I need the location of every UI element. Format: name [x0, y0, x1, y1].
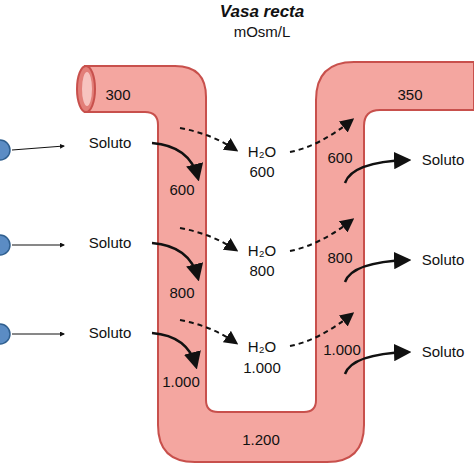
water-out-arrow	[290, 314, 352, 346]
diagram-label: Soluto	[422, 344, 465, 361]
pointer-line	[12, 245, 64, 246]
water-out-arrow	[290, 120, 352, 152]
diagram-title: Vasa recta	[220, 3, 304, 22]
diagram-label: Soluto	[89, 325, 132, 342]
water-in-arrow	[180, 128, 236, 150]
blue-dot	[0, 324, 10, 344]
solute-in-arrow	[152, 333, 196, 366]
pointer-line	[12, 146, 64, 150]
diagram-label: mOsm/L	[234, 24, 291, 41]
vasa-recta-tube	[85, 62, 474, 462]
osmolarity-value: 800	[327, 250, 352, 267]
vessel-lumen	[82, 72, 92, 106]
diagram-label: 1.000	[243, 360, 281, 377]
osmolarity-value: 800	[169, 285, 194, 302]
blue-dot	[0, 235, 10, 255]
water-out-arrow	[290, 220, 352, 251]
solute-out-arrow	[345, 160, 408, 183]
osmolarity-value: 350	[397, 87, 422, 104]
water-in-arrow	[180, 320, 236, 343]
solute-out-arrow	[345, 260, 408, 282]
blue-markers	[0, 140, 64, 344]
diagram-label: Soluto	[422, 152, 465, 169]
osmolarity-value: 600	[169, 182, 194, 199]
osmolarity-value: 1.200	[242, 432, 280, 449]
osmolarity-value: 600	[327, 150, 352, 167]
osmolarity-value: 300	[105, 87, 130, 104]
water-arrows	[180, 120, 352, 346]
diagram-label: Soluto	[89, 235, 132, 252]
vessel-opening	[77, 66, 95, 112]
diagram-label: Soluto	[422, 252, 465, 269]
solute-in-arrow	[152, 143, 198, 178]
diagram-label: 800	[249, 263, 274, 280]
osmolarity-value: 1.000	[162, 374, 200, 391]
diagram-label: H₂O	[248, 144, 276, 161]
osmolarity-value: 1.000	[323, 342, 361, 359]
solute-out-arrow	[345, 352, 408, 374]
diagram-label: H₂O	[248, 243, 276, 260]
solute-in-arrow	[152, 243, 198, 278]
diagram-label: 600	[249, 164, 274, 181]
blue-dot	[0, 140, 10, 160]
solute-arrows	[152, 143, 408, 374]
diagram-label: H₂O	[248, 339, 276, 356]
pointer-line	[12, 334, 64, 335]
diagram-label: Soluto	[89, 135, 132, 152]
water-in-arrow	[180, 228, 236, 250]
